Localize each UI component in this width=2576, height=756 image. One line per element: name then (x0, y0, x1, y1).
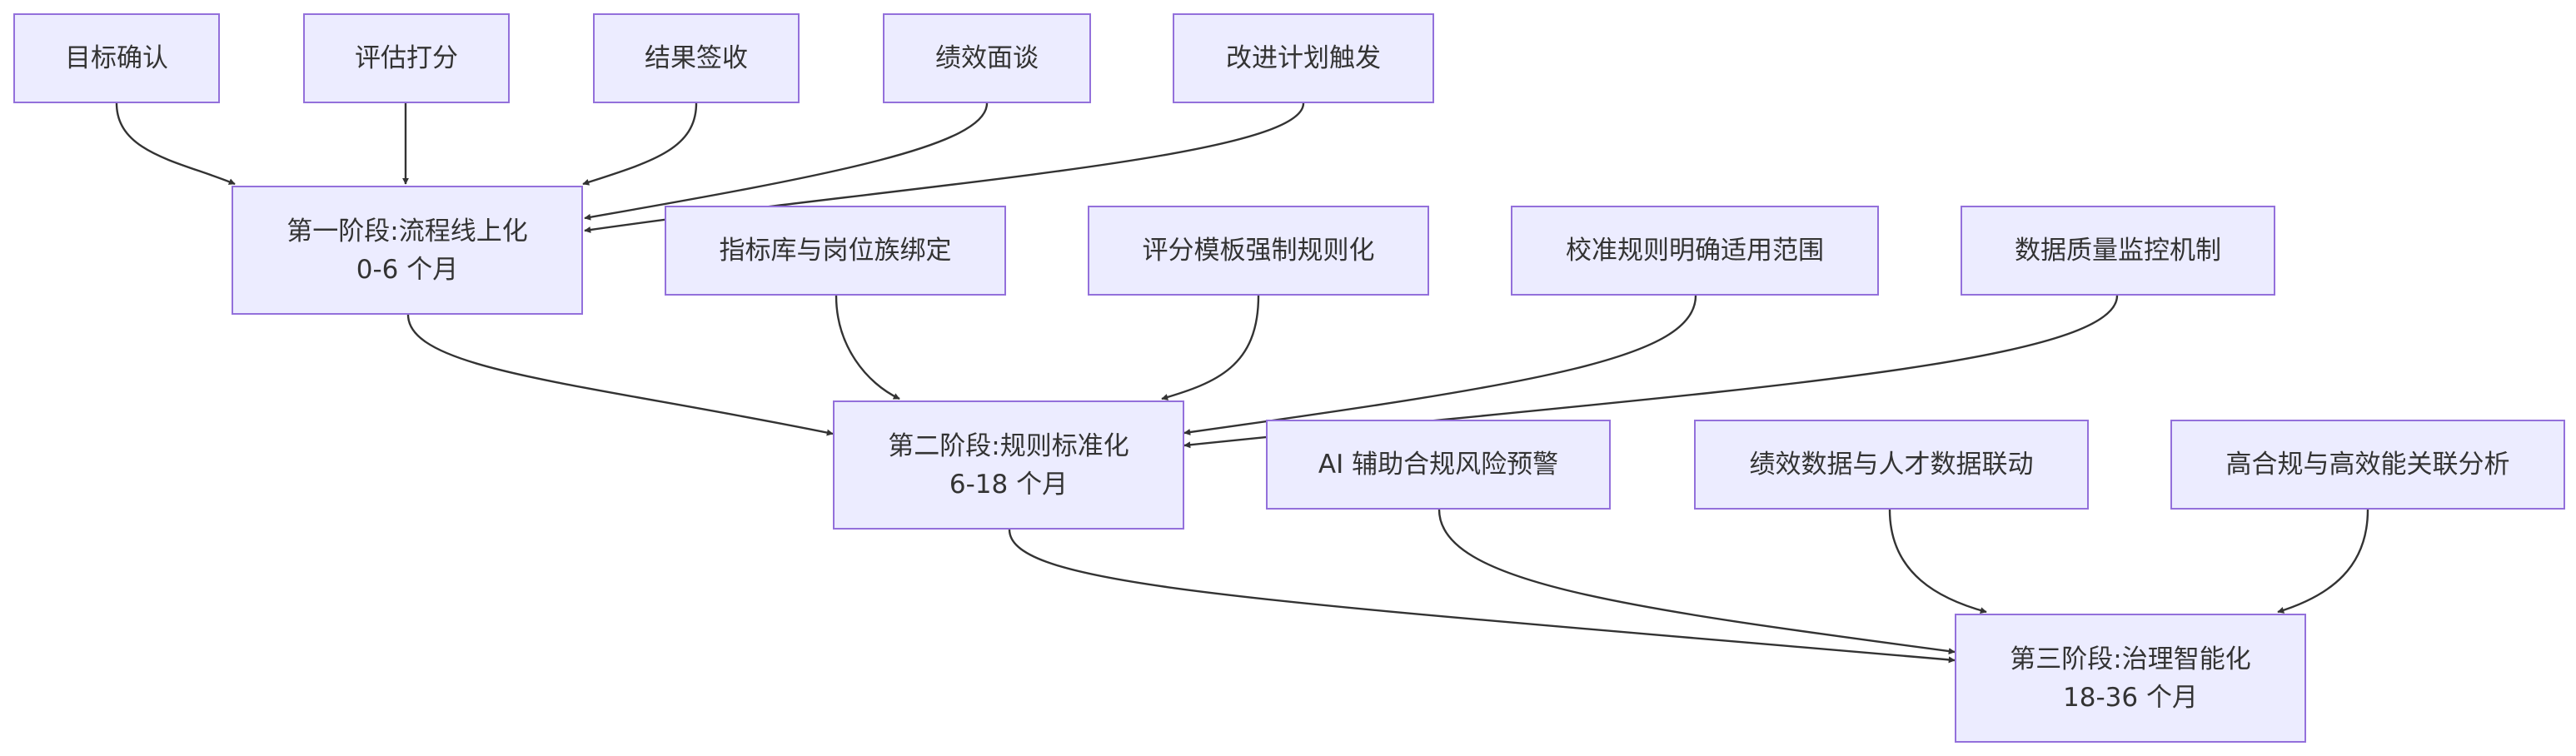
edge-ai-to-phase3 (1437, 509, 1956, 655)
edge-interview-to-phase1 (584, 102, 989, 221)
edge-indicator-to-phase2 (835, 295, 900, 400)
node-result-signoff: 结果签收 (593, 13, 800, 103)
node-label: 改进计划触发 (1226, 43, 1381, 73)
phase1-title: 第一阶段:流程线上化 (286, 216, 528, 246)
phase3-period: 18-36 个月 (2063, 682, 2198, 713)
phase2-title: 第二阶段:规则标准化 (888, 430, 1129, 461)
node-phase3: 第三阶段:治理智能化 18-36 个月 (1955, 614, 2306, 743)
edge-analysis-to-phase3 (2277, 509, 2369, 614)
node-label: 绩效数据与人才数据联动 (1749, 450, 2034, 480)
node-compliance-analysis: 高合规与高效能关联分析 (2170, 420, 2565, 510)
node-label: 评分模板强制规则化 (1142, 236, 1375, 266)
node-label: 绩效面谈 (935, 43, 1039, 73)
node-label: 目标确认 (65, 43, 168, 73)
phase1-period: 0-6 个月 (356, 254, 459, 285)
edge-signoff-to-phase1 (582, 102, 698, 186)
node-data-quality: 数据质量监控机制 (1961, 206, 2275, 296)
node-phase2: 第二阶段:规则标准化 6-18 个月 (833, 400, 1184, 530)
node-talent-linkage: 绩效数据与人才数据联动 (1694, 420, 2089, 510)
edge-template-to-phase2 (1161, 295, 1260, 400)
phase2-period: 6-18 个月 (949, 469, 1069, 500)
node-phase1: 第一阶段:流程线上化 0-6 个月 (232, 186, 583, 315)
node-label: AI 辅助合规风险预警 (1318, 450, 1559, 480)
phase3-title: 第三阶段:治理智能化 (2010, 644, 2251, 674)
node-improvement-trigger: 改进计划触发 (1173, 13, 1434, 103)
edge-talent-to-phase3 (1888, 509, 1987, 614)
node-indicator-binding: 指标库与岗位族绑定 (665, 206, 1006, 296)
node-label: 结果签收 (645, 43, 748, 73)
edge-phase1-to-phase2 (406, 314, 834, 436)
edge-calibration-to-phase2 (1183, 295, 1697, 435)
node-template-rules: 评分模板强制规则化 (1088, 206, 1429, 296)
node-label: 指标库与岗位族绑定 (719, 236, 952, 266)
node-evaluation-scoring: 评估打分 (303, 13, 510, 103)
node-ai-risk-warning: AI 辅助合规风险预警 (1266, 420, 1611, 510)
node-label: 数据质量监控机制 (2015, 236, 2221, 266)
node-label: 校准规则明确适用范围 (1566, 236, 1824, 266)
edge-goal-to-phase1 (115, 102, 236, 186)
node-performance-interview: 绩效面谈 (883, 13, 1091, 103)
node-label: 高合规与高效能关联分析 (2225, 450, 2510, 480)
node-calibration-scope: 校准规则明确适用范围 (1511, 206, 1879, 296)
node-goal-confirm: 目标确认 (13, 13, 220, 103)
edge-phase2-to-phase3 (1008, 529, 1956, 664)
node-label: 评估打分 (355, 43, 458, 73)
